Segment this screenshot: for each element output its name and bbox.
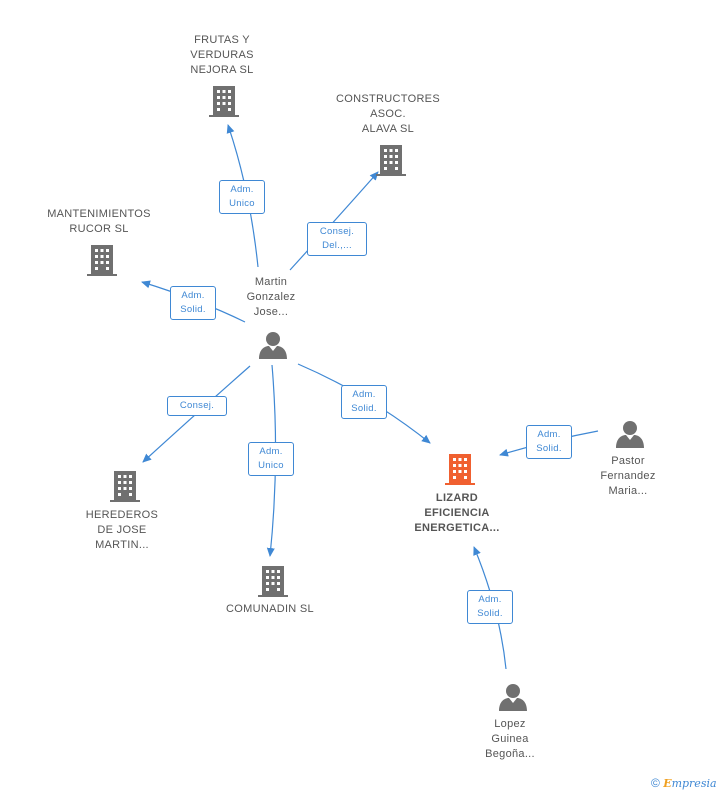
building-icon	[209, 86, 239, 117]
building-icon	[258, 566, 288, 597]
edge-label-pastor-lizard[interactable]: Adm. Solid.	[526, 425, 572, 459]
label-line: Lopez	[494, 718, 526, 730]
edge-label-line: Solid.	[477, 608, 503, 619]
edge-label-martin-comunadin[interactable]: Adm. Unico	[248, 442, 294, 476]
building-icon	[87, 245, 117, 276]
node-constructores-label[interactable]: CONSTRUCTORES ASOC. ALAVA SL	[333, 92, 443, 137]
label-line: MANTENIMIENTOS	[47, 208, 151, 220]
edge-label-line: Consej.	[319, 226, 355, 237]
node-frutas-label[interactable]: FRUTAS Y VERDURAS NEJORA SL	[172, 33, 272, 78]
label-line: Guinea	[491, 733, 529, 745]
label-line: Martin	[254, 276, 288, 288]
person-icon	[616, 421, 644, 448]
label-line: EFICIENCIA	[424, 507, 490, 519]
label-line: HEREDEROS	[85, 509, 159, 521]
person-icon	[259, 332, 287, 359]
copyright-symbol: ©	[651, 776, 660, 790]
edge-label-line: Consej.	[179, 400, 215, 411]
person-icon	[499, 684, 527, 711]
label-line: Pastor	[611, 455, 645, 467]
label-line: VERDURAS	[190, 49, 254, 61]
edge-label-martin-frutas[interactable]: Adm. Unico	[219, 180, 265, 214]
edge-label-line: Adm.	[259, 446, 283, 457]
label-line: NEJORA SL	[190, 64, 254, 76]
edge-label-line: Adm.	[181, 290, 205, 301]
edge-label-line: Solid.	[180, 304, 206, 315]
label-line: FRUTAS Y	[194, 34, 250, 46]
edge-label-line: Solid.	[351, 403, 377, 414]
edge-label-line: Adm.	[352, 389, 376, 400]
edge-label-line: Unico	[258, 460, 284, 471]
edge-label-line: Adm.	[537, 429, 561, 440]
building-icon	[110, 471, 140, 502]
edge-label-martin-constructores[interactable]: Consej. Del.,...	[307, 222, 367, 256]
label-line: Gonzalez	[246, 291, 296, 303]
label-line: RUCOR SL	[69, 223, 129, 235]
edge-label-line: Adm.	[230, 184, 254, 195]
brand-rest: mpresia	[671, 777, 717, 790]
brand-initial: E	[663, 777, 672, 790]
edge-label-line: Del.,...	[322, 240, 352, 251]
brand-logo: Empresia	[663, 777, 716, 790]
label-line: ASOC.	[370, 108, 406, 120]
node-herederos-label[interactable]: HEREDEROS DE JOSE MARTIN...	[72, 508, 172, 553]
node-comunadin-label[interactable]: COMUNADIN SL	[220, 602, 320, 617]
label-line: ALAVA SL	[361, 123, 415, 135]
label-line: CONSTRUCTORES	[336, 93, 440, 105]
building-icon	[376, 145, 406, 176]
label-line: DE JOSE	[97, 524, 147, 536]
label-line: Jose...	[253, 306, 289, 318]
label-line: ENERGETICA...	[414, 522, 500, 534]
edge-label-martin-mantenimientos[interactable]: Adm. Solid.	[170, 286, 216, 320]
label-line: COMUNADIN SL	[226, 603, 314, 615]
edge-label-line: Solid.	[536, 443, 562, 454]
edge-label-line: Unico	[229, 198, 255, 209]
label-line: LIZARD	[435, 492, 479, 504]
building-icon-main	[445, 454, 475, 485]
node-martin-label[interactable]: Martin Gonzalez Jose...	[230, 275, 312, 320]
edge-label-lopez-lizard[interactable]: Adm. Solid.	[467, 590, 513, 624]
edge-label-martin-herederos[interactable]: Consej.	[167, 396, 227, 416]
label-line: Maria...	[608, 485, 648, 497]
node-mantenimientos-label[interactable]: MANTENIMIENTOS RUCOR SL	[44, 207, 154, 237]
label-line: Begoña...	[485, 748, 535, 760]
label-line: MARTIN...	[95, 539, 149, 551]
node-lizard-label[interactable]: LIZARD EFICIENCIA ENERGETICA...	[402, 491, 512, 536]
edge-martin-constructores	[289, 171, 379, 271]
edge-label-martin-lizard[interactable]: Adm. Solid.	[341, 385, 387, 419]
edge-label-line: Adm.	[478, 594, 502, 605]
node-pastor-label[interactable]: Pastor Fernandez Maria...	[588, 454, 668, 499]
label-line: Fernandez	[600, 470, 656, 482]
empresia-watermark: © Empresia	[651, 776, 717, 790]
node-lopez-label[interactable]: Lopez Guinea Begoña...	[470, 717, 550, 762]
